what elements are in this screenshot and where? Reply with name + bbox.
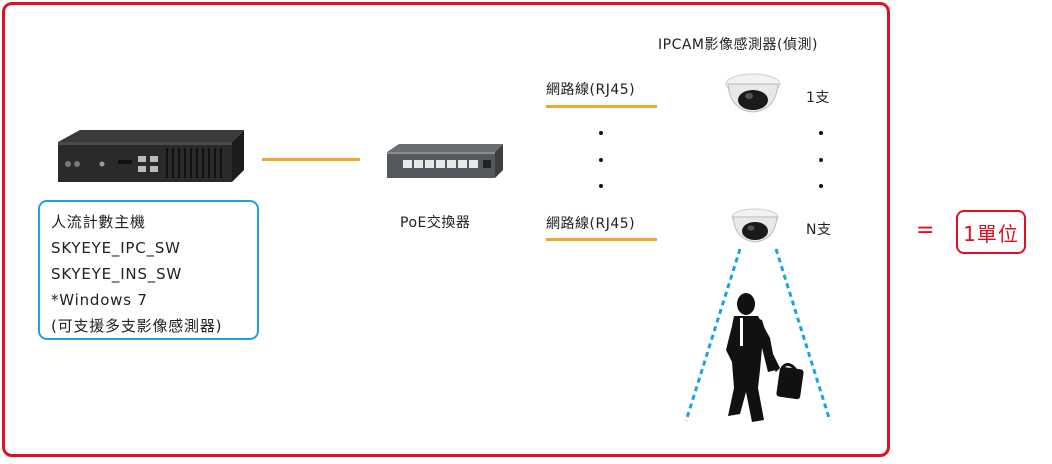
ellipsis-dot (599, 158, 603, 162)
host-info-box: 人流計數主機 SKYEYE_IPC_SW SKYEYE_INS_SW *Wind… (38, 200, 259, 340)
ellipsis-dot (819, 184, 823, 188)
camera-bottom-count: N支 (806, 222, 832, 238)
camera-top-count: 1支 (806, 90, 830, 106)
poe-switch-icon (387, 144, 503, 178)
dome-camera-icon (731, 208, 779, 243)
camera-header: IPCAM影像感測器(偵測) (658, 37, 818, 53)
cable-bottom-label: 網路線(RJ45) (546, 216, 636, 232)
cable-top (546, 105, 657, 108)
walking-person-icon (726, 293, 804, 422)
unit-badge: 1單位 (956, 210, 1026, 254)
cable-top-label: 網路線(RJ45) (546, 82, 636, 98)
cable-bottom (546, 238, 657, 241)
host-os: *Windows 7 (51, 291, 148, 309)
detection-zone (684, 248, 832, 422)
dome-camera-icon (725, 73, 781, 113)
unit-label: 1單位 (963, 221, 1019, 246)
host-note: (可支援多支影像感測器) (51, 317, 223, 335)
switch-label: PoE交換器 (400, 215, 471, 231)
ellipsis-dot (599, 184, 603, 188)
host-software-ipc: SKYEYE_IPC_SW (51, 239, 181, 257)
cable-host-to-switch (262, 158, 360, 161)
host-computer-icon (58, 130, 244, 182)
host-software-ins: SKYEYE_INS_SW (51, 265, 183, 283)
diagram-frame (2, 2, 890, 457)
ellipsis-dot (599, 131, 603, 135)
equals-sign: = (916, 218, 935, 243)
host-title: 人流計數主機 (51, 213, 146, 231)
ellipsis-dot (819, 131, 823, 135)
ellipsis-dot (819, 158, 823, 162)
